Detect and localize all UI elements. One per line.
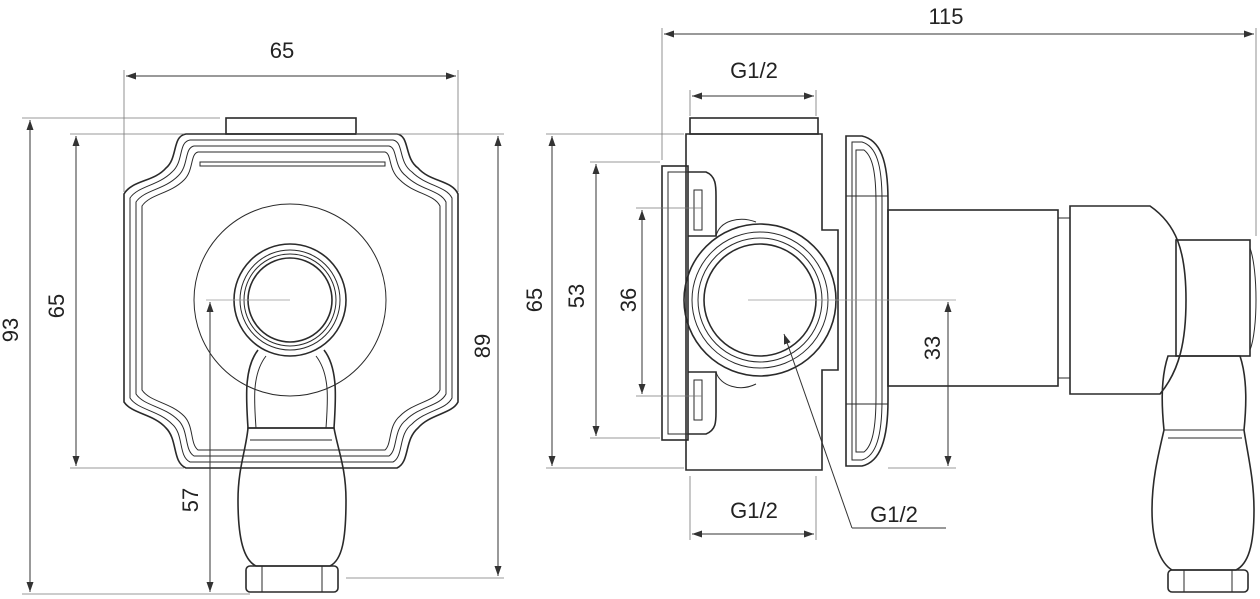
height-89-label: 89 <box>470 334 495 358</box>
thread-top-label: G1/2 <box>730 58 778 83</box>
thread-side-label: G1/2 <box>870 502 918 527</box>
side-flange-height-label: 53 <box>564 284 589 308</box>
front-height-label: 65 <box>44 294 69 318</box>
side-port-spacing-label: 36 <box>616 288 641 312</box>
lever-handle <box>237 427 347 567</box>
escutcheon-side <box>845 135 889 467</box>
side-body-height-label: 65 <box>522 288 547 312</box>
front-view <box>123 117 459 593</box>
valve-body <box>685 133 839 471</box>
handle-offset-label: 57 <box>178 488 203 512</box>
thread-bottom-label: G1/2 <box>730 498 778 523</box>
side-total-width-label: 115 <box>928 4 963 29</box>
side-center-offset-label: 33 <box>920 336 945 360</box>
escutcheon-plate <box>123 133 459 469</box>
front-width-label: 65 <box>270 38 294 63</box>
side-dimensions: 115 G1/2 G1/2 G1/2 65 53 36 33 <box>522 4 1257 540</box>
lever-handle-side <box>1151 355 1255 571</box>
total-height-label: 93 <box>0 318 23 342</box>
side-view <box>661 117 1257 593</box>
front-dimensions: 65 93 65 89 57 <box>0 38 504 595</box>
